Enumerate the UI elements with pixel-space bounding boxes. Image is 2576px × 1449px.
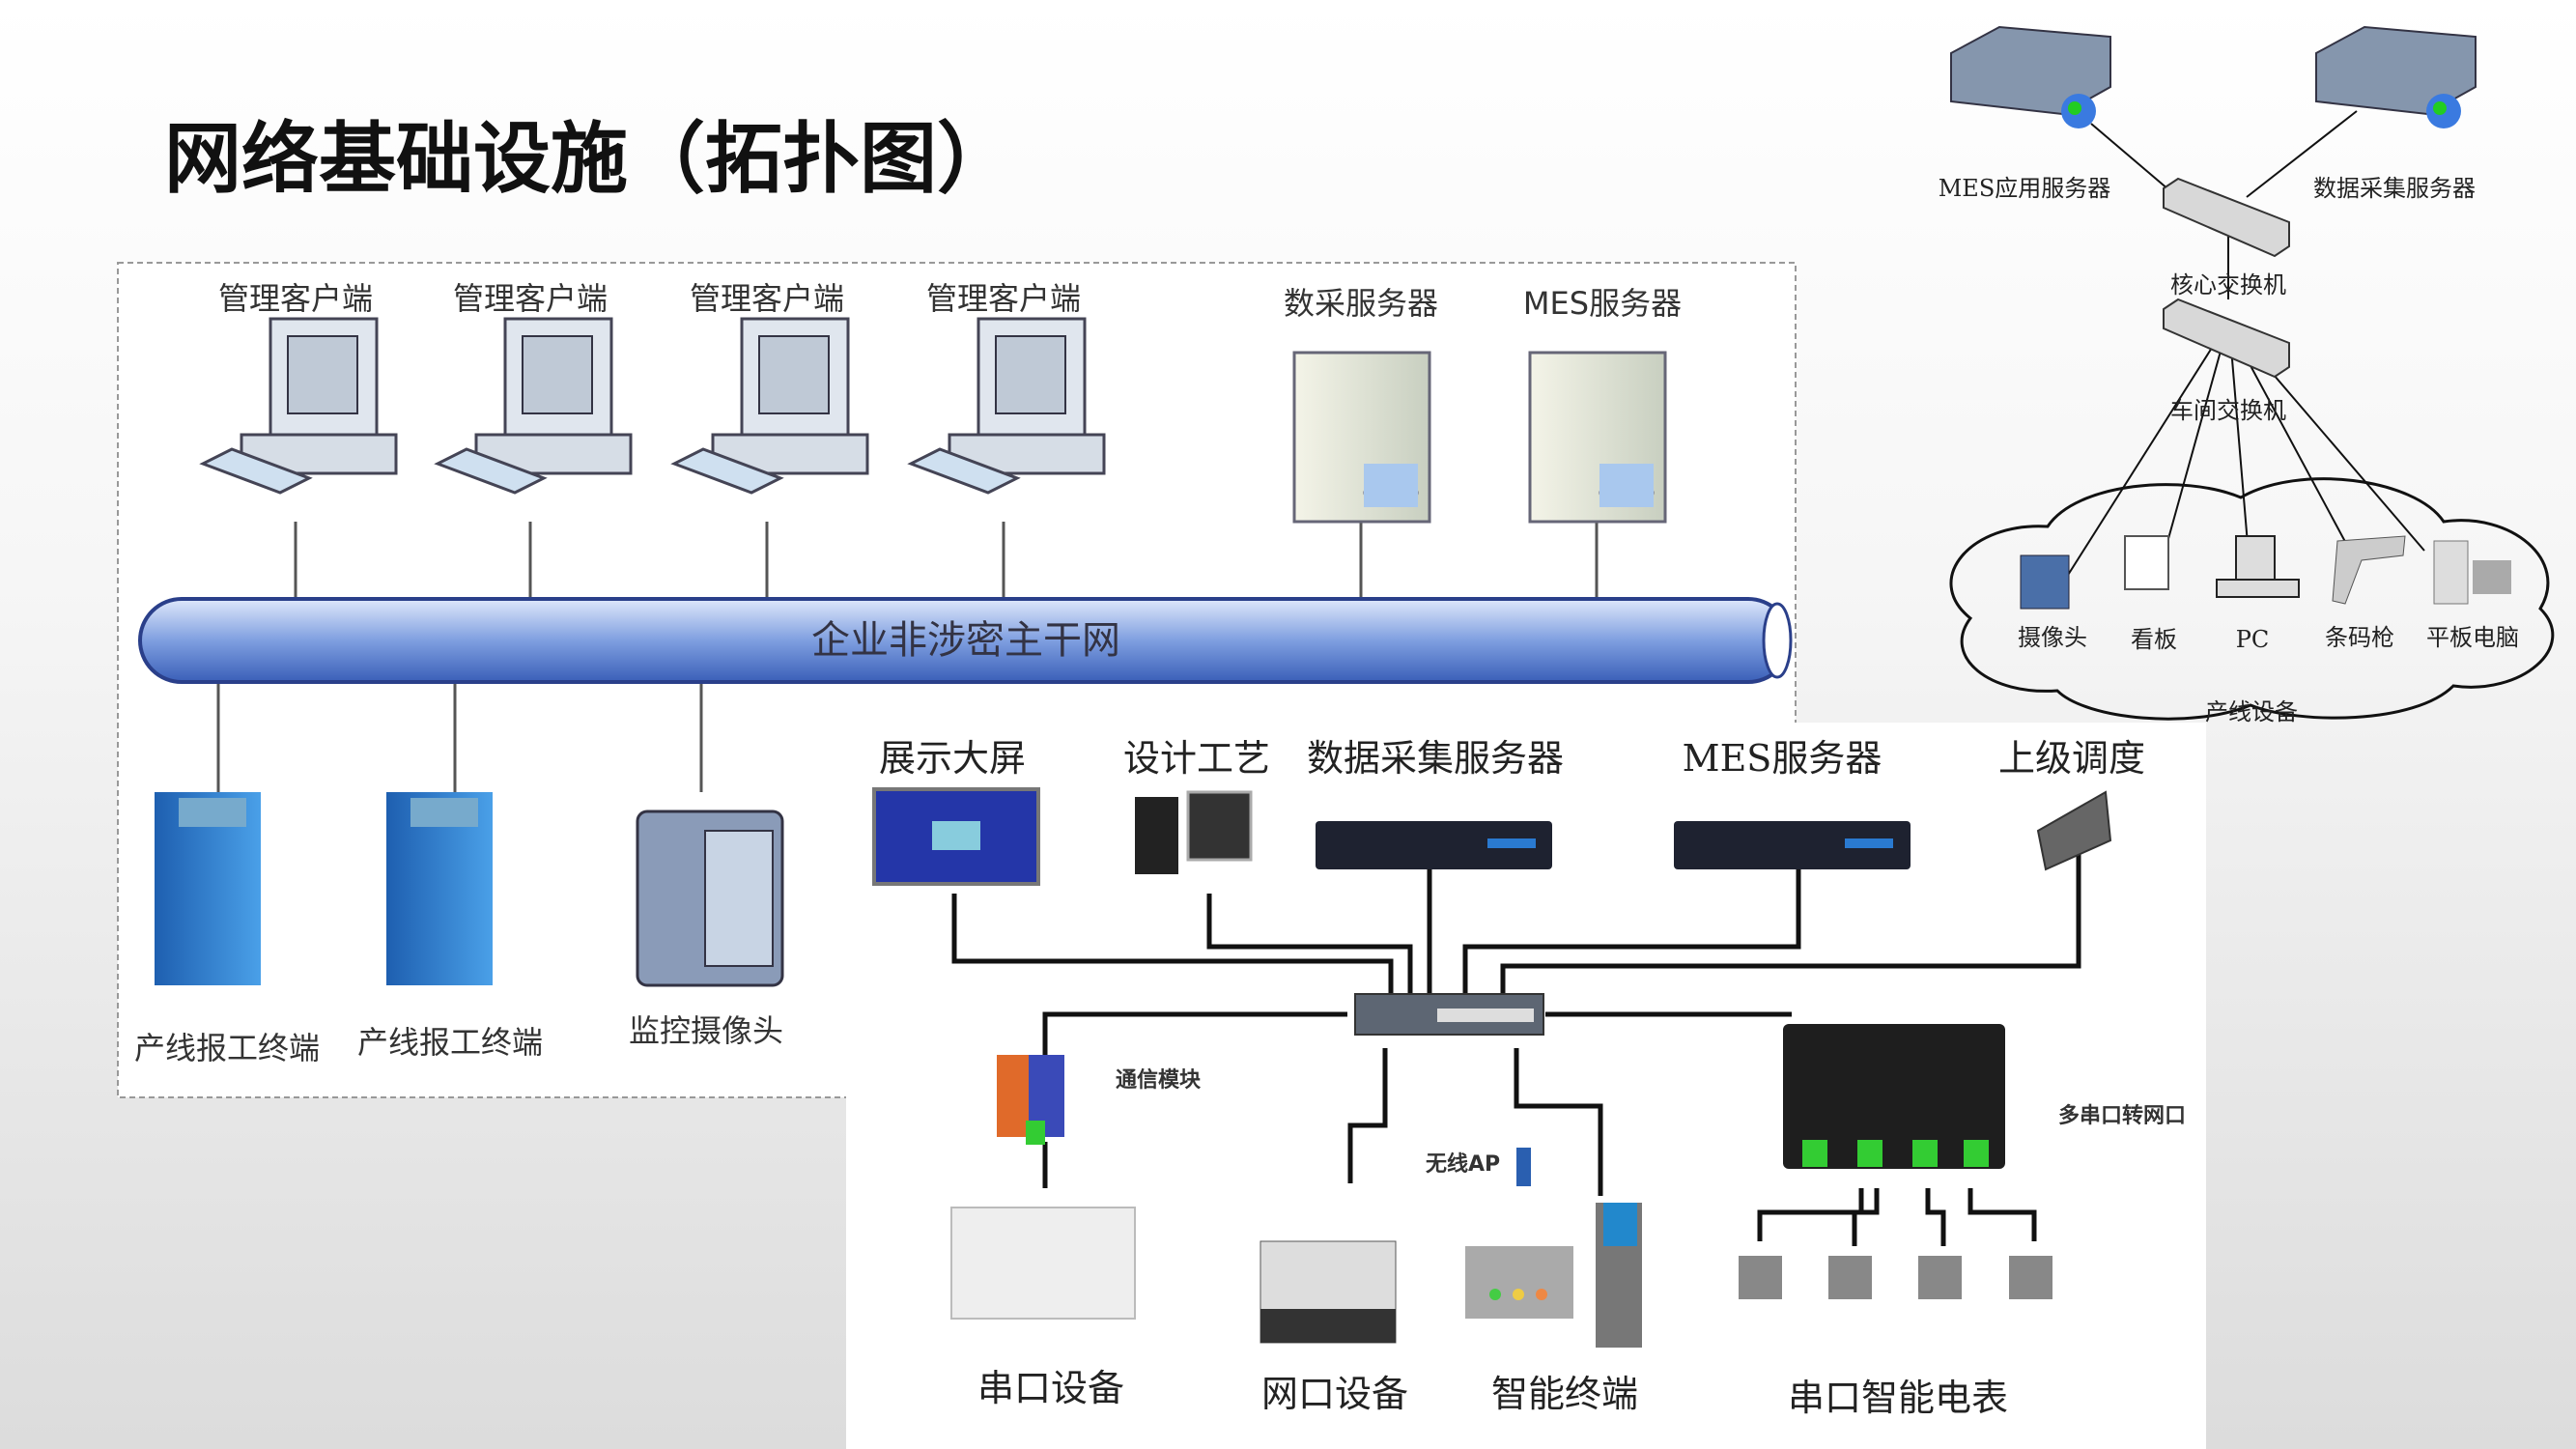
- device-label: 智能终端: [1491, 1373, 1638, 1415]
- terminal-label: 产线报工终端: [357, 1024, 543, 1061]
- client-label: 管理客户端: [926, 280, 1081, 317]
- power-meter-icons: [1739, 1256, 2052, 1299]
- server-label: MES服务器: [1523, 285, 1682, 322]
- device-label: MES服务器: [1683, 737, 1882, 780]
- computer-icon: [199, 317, 398, 495]
- left-network-diagram: 企业非涉密主干网 管理客户端 管理客户端 管理客户端 管理客户端 数采服务器 M…: [117, 262, 1797, 1098]
- right-network-diagram: 展示大屏 设计工艺 数据采集服务器 MES服务器 上级调度 串口设备 网口设备 …: [846, 723, 2206, 1449]
- switch-icon: [2163, 177, 2290, 258]
- camera-icon: [636, 810, 784, 987]
- client-pc-icons: [199, 317, 1106, 495]
- client-label: 管理客户端: [218, 280, 373, 317]
- device-label: 串口设备: [977, 1367, 1124, 1409]
- computer-icon: [907, 317, 1106, 495]
- server-icon: [1528, 351, 1667, 524]
- workstation-icon: [1135, 790, 1253, 874]
- cloud-device-label: 看板: [2131, 626, 2177, 653]
- computer-icon: [670, 317, 869, 495]
- client-label: 管理客户端: [690, 280, 844, 317]
- wireless-ap-icon: [1516, 1148, 1531, 1186]
- device-label: 展示大屏: [879, 737, 1026, 780]
- production-cloud: [1949, 477, 2555, 721]
- server-icon: [2315, 25, 2477, 128]
- server-icon: [1292, 351, 1431, 524]
- switch-label: 车间交换机: [2170, 397, 2286, 424]
- device-label: 串口智能电表: [1788, 1377, 2008, 1419]
- rack-server-icon: [1316, 821, 1552, 869]
- topology-diagram: MES应用服务器 数据采集服务器 核心交换机 车间交换机 摄像头 看板 PC 条…: [1939, 25, 2555, 725]
- tablet-icon: [2433, 540, 2511, 605]
- cloud-device-label: 摄像头: [2018, 624, 2087, 651]
- cloud-device-label: PC: [2236, 626, 2270, 653]
- camera-label: 监控摄像头: [629, 1012, 783, 1049]
- terminal-label: 产线报工终端: [134, 1030, 320, 1066]
- device-label: 设计工艺: [1123, 737, 1270, 780]
- comm-module-label: 通信模块: [1116, 1067, 1202, 1093]
- server-label: 数采服务器: [1284, 285, 1438, 322]
- barcode-scanner-icon: [2332, 535, 2406, 605]
- kiosk-terminal-icon: [1596, 1203, 1642, 1348]
- plc-icon: [950, 1207, 1136, 1320]
- server-label: MES应用服务器: [1939, 175, 2111, 202]
- client-label: 管理客户端: [453, 280, 608, 317]
- computer-icon: [434, 317, 633, 495]
- server-icon: [1950, 25, 2111, 128]
- cnc-machine-icon: [1260, 1240, 1397, 1344]
- server-label: 数据采集服务器: [2313, 175, 2476, 202]
- display-screen-icon: [872, 787, 1040, 886]
- page-title: 网络基础设施（拓扑图）: [164, 114, 1014, 204]
- laptop-icon: [2036, 790, 2112, 871]
- device-label: 上级调度: [1998, 737, 2145, 780]
- camera-icon: [2020, 554, 2070, 610]
- switch-icon: [2163, 298, 2290, 379]
- cloud-device-label: 平板电脑: [2426, 624, 2519, 651]
- kiosk-icon: [155, 792, 261, 985]
- backbone-label: 企业非涉密主干网: [811, 618, 1120, 663]
- cloud-label: 产线设备: [2205, 698, 2298, 725]
- kiosk-icon: [386, 792, 493, 985]
- cloud-device-label: 条码枪: [2325, 624, 2394, 651]
- network-switch-icon: [1354, 993, 1544, 1036]
- switch-label: 核心交换机: [2170, 271, 2286, 298]
- device-label: 数据采集服务器: [1307, 737, 1564, 780]
- device-label: 网口设备: [1261, 1373, 1408, 1415]
- wireless-ap-label: 无线AP: [1426, 1151, 1500, 1177]
- signal-light-box-icon: [1465, 1246, 1573, 1319]
- board-icon: [2124, 535, 2169, 590]
- pc-icon: [2216, 535, 2300, 598]
- rack-server-icon: [1674, 821, 1911, 869]
- serial-server-icon: [1783, 1024, 2005, 1169]
- serial-server-label: 多串口转网口: [2058, 1103, 2186, 1128]
- comm-module-icon: [997, 1055, 1064, 1145]
